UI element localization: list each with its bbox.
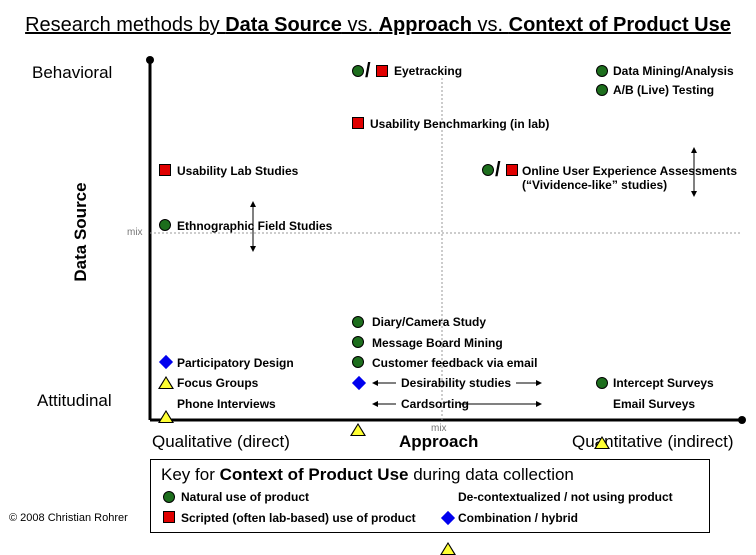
title-vs-1: vs. (341, 14, 379, 36)
legend-title-prefix: Key for (161, 465, 220, 484)
x-axis-left-label: Qualitative (direct) (152, 432, 290, 451)
title-context: Context of Product Use (508, 14, 731, 36)
legend-natural-marker (163, 491, 175, 503)
method-message-board: Message Board Mining (372, 336, 503, 350)
decontextualized-marker (594, 436, 610, 449)
method-usability-benchmarking: Usability Benchmarking (in lab) (370, 117, 550, 131)
method-ethnographic: Ethnographic Field Studies (177, 219, 333, 233)
y-axis-end-dot (146, 56, 154, 64)
method-focus-groups: Focus Groups (177, 376, 259, 390)
x-axis-title: Approach (399, 432, 479, 451)
natural-use-marker (596, 377, 608, 389)
method-diary: Diary/Camera Study (372, 315, 487, 329)
legend-decontextualized-marker (440, 542, 456, 555)
online-ux-range-arrow (691, 147, 697, 197)
method-cardsorting: Cardsorting (401, 397, 470, 411)
method-ab-testing: A/B (Live) Testing (613, 83, 715, 97)
hybrid-slash: / (365, 60, 371, 82)
method-online-ux-line1: Online User Experience Assessments (522, 164, 737, 178)
method-usability-lab: Usability Lab Studies (177, 164, 299, 178)
legend-scripted-marker (163, 511, 175, 523)
legend-decontextualized-label: De-contextualized / not using product (458, 490, 673, 504)
title-vs-2: vs. (471, 14, 509, 36)
natural-use-marker (596, 84, 608, 96)
decontextualized-marker (158, 376, 174, 389)
natural-use-marker (352, 356, 364, 368)
method-email-surveys: Email Surveys (613, 397, 696, 411)
natural-use-marker (596, 65, 608, 77)
legend-scripted-label: Scripted (often lab-based) use of produc… (181, 511, 416, 525)
y-axis-bottom-label: Attitudinal (37, 391, 112, 410)
y-axis-title: Data Source (71, 182, 90, 282)
natural-use-marker (482, 164, 494, 176)
hybrid-slash: / (495, 159, 501, 181)
chart-title: Research methods by Data Source vs. Appr… (0, 14, 756, 37)
cardsorting-range-arrow (372, 401, 542, 407)
method-desirability: Desirability studies (401, 376, 512, 390)
ethnographic-range-arrow (250, 201, 256, 252)
method-data-mining: Data Mining/Analysis (613, 64, 734, 78)
title-approach: Approach (378, 14, 472, 36)
method-customer-feedback: Customer feedback via email (372, 356, 538, 370)
natural-use-marker (352, 316, 364, 328)
method-phone-interviews: Phone Interviews (177, 397, 276, 411)
legend-title-bold: Context of Product Use (219, 465, 409, 484)
decontextualized-marker (158, 410, 174, 423)
copyright: © 2008 Christian Rohrer (9, 512, 128, 524)
legend-natural-label: Natural use of product (181, 490, 310, 504)
method-eyetracking: Eyetracking (394, 64, 463, 78)
x-axis-end-dot (738, 416, 746, 424)
natural-use-marker (352, 336, 364, 348)
legend-box (150, 459, 710, 533)
scripted-use-marker (159, 164, 171, 176)
legend-title-suffix: during data collection (408, 465, 574, 484)
desirability-range-arrow (372, 380, 542, 386)
scripted-use-marker (376, 65, 388, 77)
natural-use-marker (352, 65, 364, 77)
mix-y-label: mix (127, 227, 143, 238)
method-online-ux-line2: (“Vividence-like” studies) (522, 178, 668, 192)
y-axis-top-label: Behavioral (32, 63, 113, 82)
title-data-source: Data Source (225, 14, 342, 36)
scripted-use-marker (352, 117, 364, 129)
legend-combination-label: Combination / hybrid (458, 511, 578, 525)
x-axis-right-label: Quantitative (indirect) (572, 432, 734, 451)
decontextualized-marker (350, 423, 366, 436)
scripted-use-marker (506, 164, 518, 176)
method-intercept: Intercept Surveys (613, 376, 714, 390)
legend-title: Key for Context of Product Use during da… (161, 465, 574, 485)
title-prefix: Research methods by (25, 14, 226, 36)
mix-x-label: mix (431, 423, 447, 434)
natural-use-marker (159, 219, 171, 231)
method-participatory: Participatory Design (177, 356, 294, 370)
axes-svg (146, 56, 746, 424)
